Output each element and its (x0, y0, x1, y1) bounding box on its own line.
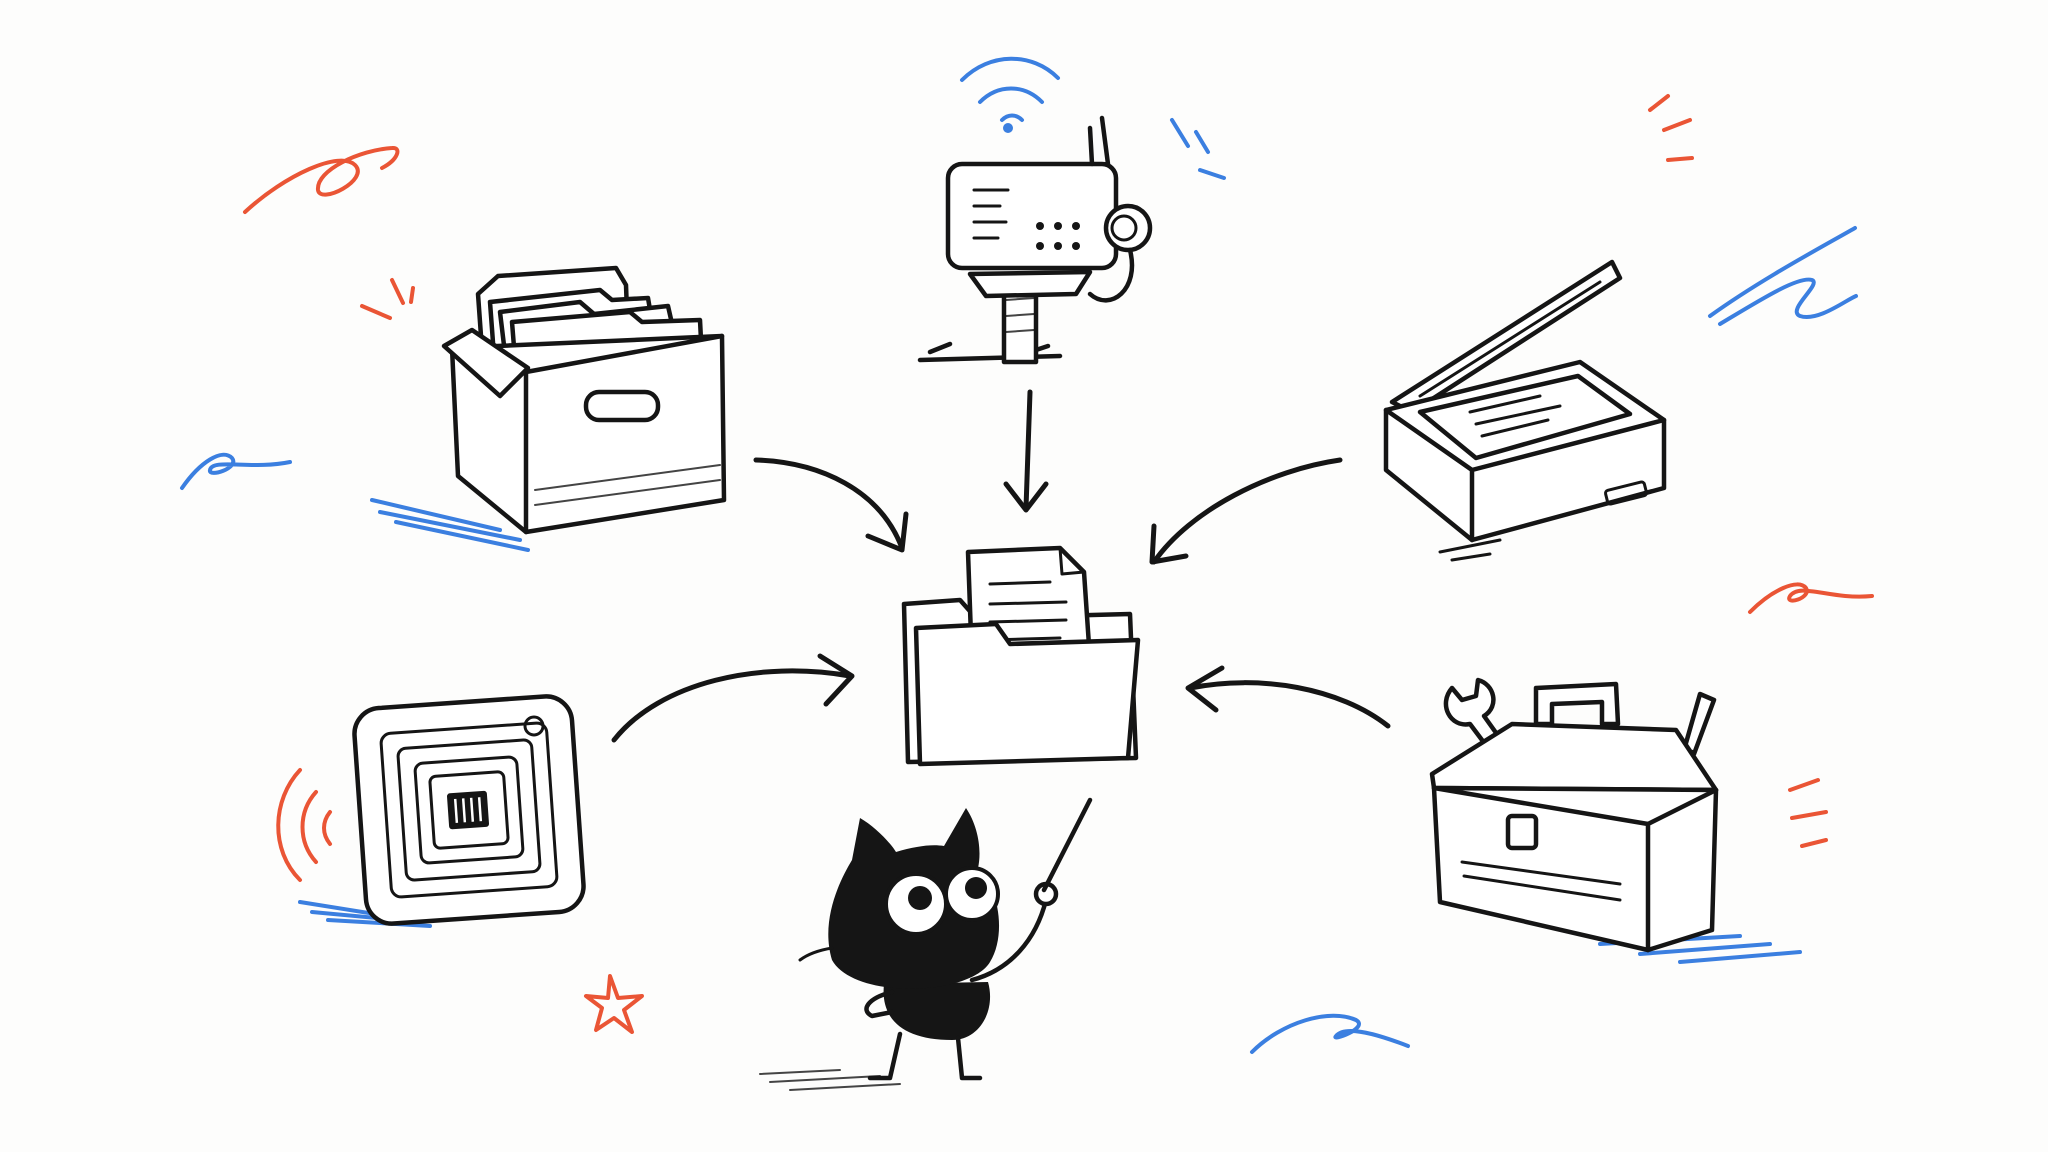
arrows (611, 389, 1391, 743)
rfid-tag (298, 694, 586, 928)
blue-burst-router (1170, 118, 1226, 180)
red-burst-top-right (1648, 94, 1694, 162)
cat-arm-raised (969, 897, 1049, 983)
red-burst-box (360, 278, 415, 320)
blue-squiggle-right (1708, 226, 1858, 326)
central-folder (901, 545, 1141, 767)
arrow-scanner-to-folder (1151, 457, 1343, 565)
red-star (584, 974, 644, 1034)
arrow-box-to-folder (753, 457, 905, 551)
cat-arm-hip (864, 989, 895, 1019)
router-body (945, 161, 1119, 271)
toolbox-body (1431, 785, 1719, 953)
arrow-rfid-to-folder (611, 668, 853, 743)
decorative-scribbles (180, 56, 1874, 1054)
toolbox (1429, 677, 1802, 964)
arrow-router-to-folder (1023, 389, 1033, 511)
toolbox-handle (1533, 681, 1621, 727)
toolbox-lid (1429, 721, 1719, 793)
box-shadow (370, 498, 530, 552)
cat-body (883, 982, 991, 1040)
box-handle (583, 389, 661, 423)
blue-squiggle-left (180, 452, 292, 490)
blue-wifi-top (960, 56, 1060, 122)
folder-front (913, 621, 1141, 767)
arrow-toolbox-to-folder (1187, 680, 1391, 729)
cat-mascot (759, 797, 1093, 1091)
toolbox-latch (1505, 813, 1539, 851)
red-swirl-top-left (243, 146, 400, 214)
blue-squiggle-bottom (1250, 1013, 1410, 1054)
rfid-chip (446, 790, 490, 830)
red-burst-toolbox (1788, 778, 1828, 848)
file-storage-box (370, 265, 727, 552)
flatbed-scanner (1383, 259, 1667, 562)
pointer-stick (1041, 797, 1093, 893)
wireless-router (917, 115, 1153, 365)
red-squiggle-right (1748, 582, 1874, 614)
wifi-dot (1003, 123, 1013, 133)
red-signal-rfid (276, 768, 332, 882)
